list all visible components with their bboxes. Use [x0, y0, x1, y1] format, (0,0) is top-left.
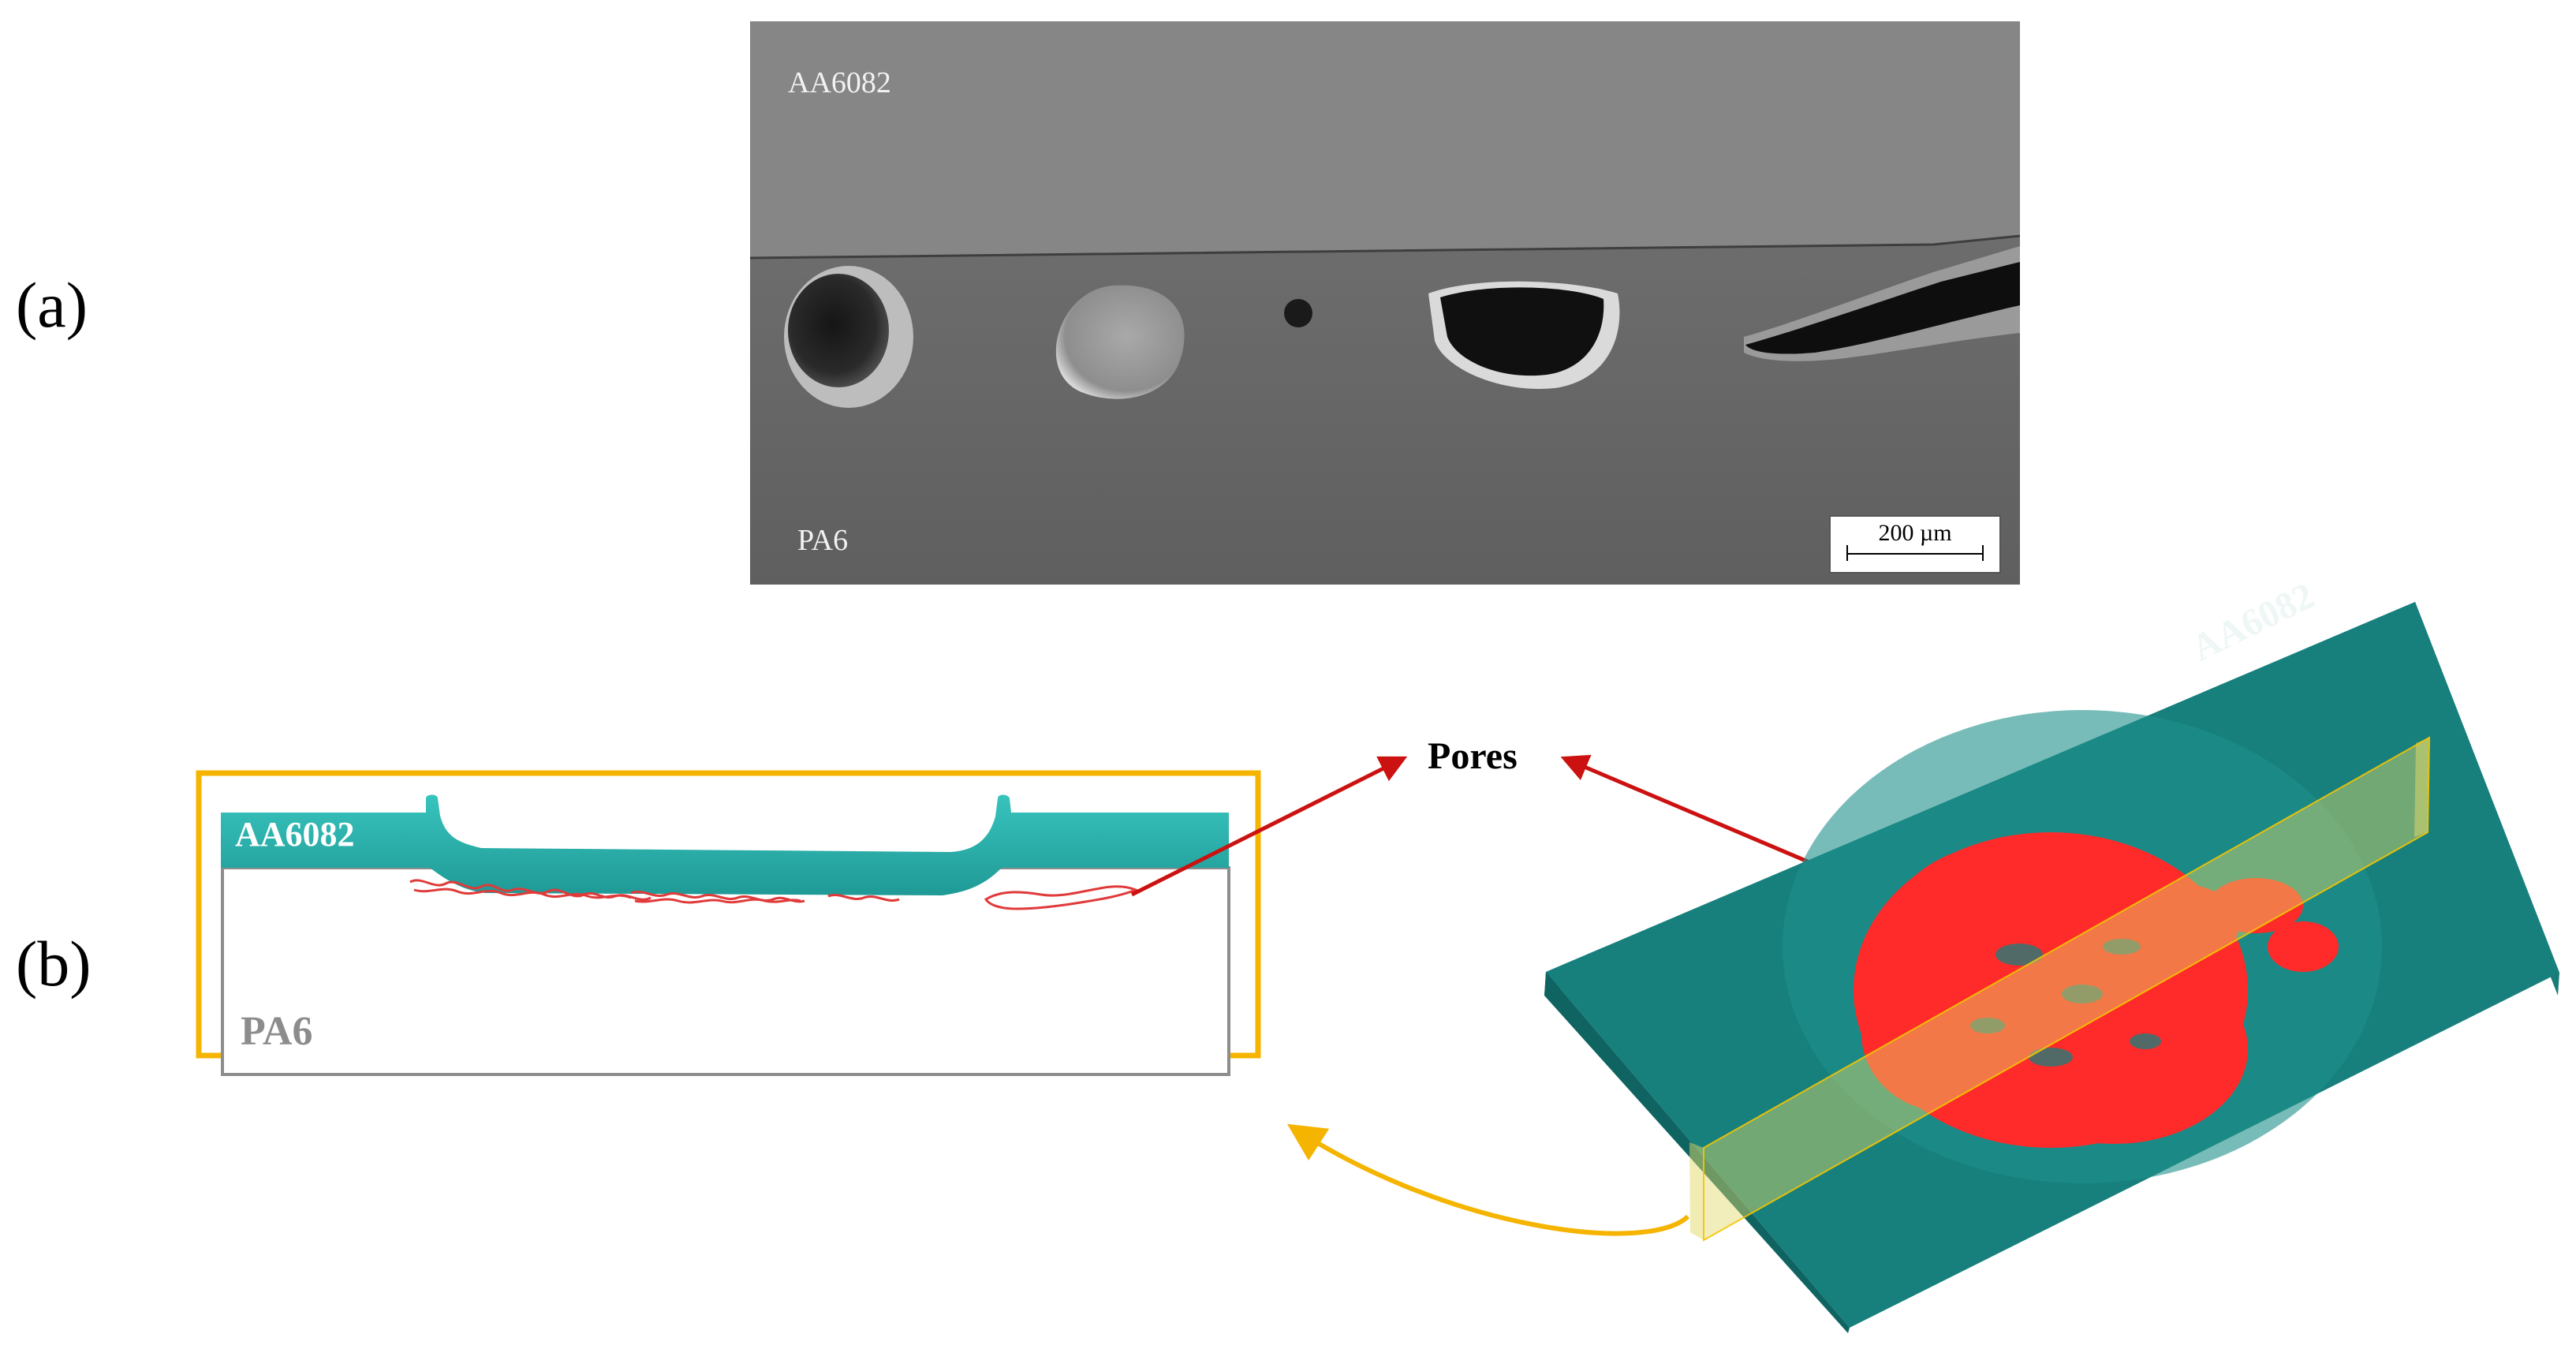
section-aa6082-label: AA6082 — [235, 815, 355, 854]
panel-label-b: (b) — [16, 928, 91, 1000]
panel-label-a: (a) — [16, 269, 88, 341]
scale-bar: 200 µm — [1829, 515, 2001, 574]
scale-bar-tick-right — [1982, 545, 1984, 561]
section-plane — [1689, 736, 2431, 1242]
pores-arrow-left — [1130, 756, 1408, 897]
interface-line — [750, 234, 2020, 260]
crack — [1744, 246, 2020, 361]
scale-bar-line — [1846, 553, 1984, 555]
pore-3 — [1428, 281, 1620, 389]
section-pa6-label: PA6 — [241, 1009, 313, 1054]
scale-bar-text: 200 µm — [1878, 520, 1952, 546]
pore-1 — [784, 266, 913, 408]
sem-aa6082-label: AA6082 — [788, 66, 891, 99]
pore-cloud-gaps — [1970, 939, 2161, 1067]
aa6082-layer — [750, 21, 2020, 258]
pore-2 — [1055, 285, 1312, 399]
section-pores — [409, 879, 1140, 910]
sem-micrograph: AA6082 PA6 200 µm — [750, 21, 2020, 585]
sem-pa6-label: PA6 — [797, 524, 849, 557]
aa6082-section — [221, 794, 1229, 895]
section-link-arrow — [1286, 1123, 1690, 1236]
pore-cloud-3d — [1854, 832, 2339, 1148]
scale-bar-tick-left — [1846, 545, 1848, 561]
pores-label: Pores — [1428, 735, 1518, 777]
